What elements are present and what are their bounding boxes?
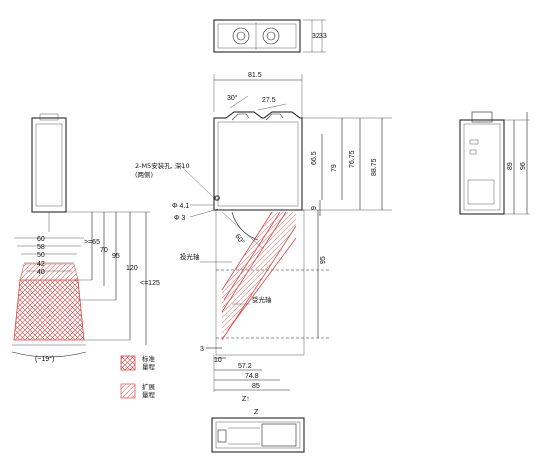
dim-10: 10: [214, 357, 222, 364]
bottom-view: Z: [211, 409, 305, 453]
dim-70: 70: [100, 247, 108, 254]
top-dim-32: 32: [312, 33, 320, 40]
top-dim-33: 33: [319, 33, 327, 40]
dim-27-5: 27.5: [262, 97, 276, 104]
legend-extended-label-2: 量程: [142, 390, 156, 399]
dim-96: 96: [520, 162, 527, 170]
dim-74-8: 74.8: [245, 373, 259, 380]
dim-88-75: 88.75: [371, 158, 378, 176]
width-40: 40: [37, 269, 45, 276]
dim-66-5: 66.5: [311, 151, 318, 165]
dim-95-front: 95: [320, 256, 327, 264]
dim-ge65: >=65: [84, 239, 100, 246]
z-arrow-label: Z↑: [242, 396, 250, 403]
width-60: 60: [37, 236, 45, 243]
dim-95-range: 95: [112, 253, 120, 260]
dim-phi-4-1: Φ 4.1: [172, 203, 189, 210]
legend-extended-swatch: [120, 383, 136, 399]
dim-85: 85: [252, 383, 260, 390]
legend-extended-label: 扩展: [142, 382, 156, 391]
emit-axis-label: 投光轴: [180, 252, 200, 261]
legend-standard-swatch: [120, 355, 136, 371]
dim-angle-60: 60°: [233, 233, 246, 246]
dim-3: 3: [200, 346, 204, 353]
receive-axis-label: 受光轴: [252, 295, 272, 304]
width-58: 58: [37, 244, 45, 251]
dim-angle-30: 30°: [227, 94, 238, 102]
side-view: 89 96: [459, 111, 530, 215]
mount-hole-note-sides: (两侧): [135, 170, 153, 179]
top-view: 32 33: [213, 19, 327, 53]
range-view: (~19°) 60 58 50 42 40 >=65 70 95 120 <=1…: [11, 113, 160, 363]
mount-hole-note: 2-M5安装孔, 深10: [135, 161, 190, 170]
dim-81-5: 81.5: [248, 72, 262, 79]
dim-79: 79: [331, 164, 338, 172]
width-42: 42: [37, 261, 45, 268]
dim-76-75: 76.75: [349, 150, 356, 168]
dim-120: 120: [126, 265, 138, 272]
dim-89: 89: [507, 162, 514, 170]
dim-9: 9: [311, 206, 318, 210]
dim-phi-3: Φ 3: [174, 215, 186, 222]
dim-le125: <=125: [140, 280, 160, 287]
front-view: 81.5 30° 27.5 66.5 79 76.75 88.75 9 2-M5…: [135, 72, 392, 403]
width-50: 50: [37, 252, 45, 259]
dim-57-2: 57.2: [238, 363, 252, 370]
spread-angle: (~19°): [35, 355, 54, 363]
legend: 标准 量程 扩展 量程: [120, 354, 156, 399]
legend-standard-label: 标准: [142, 354, 156, 363]
z-view-label: Z: [254, 409, 259, 416]
legend-standard-label-2: 量程: [142, 362, 156, 371]
